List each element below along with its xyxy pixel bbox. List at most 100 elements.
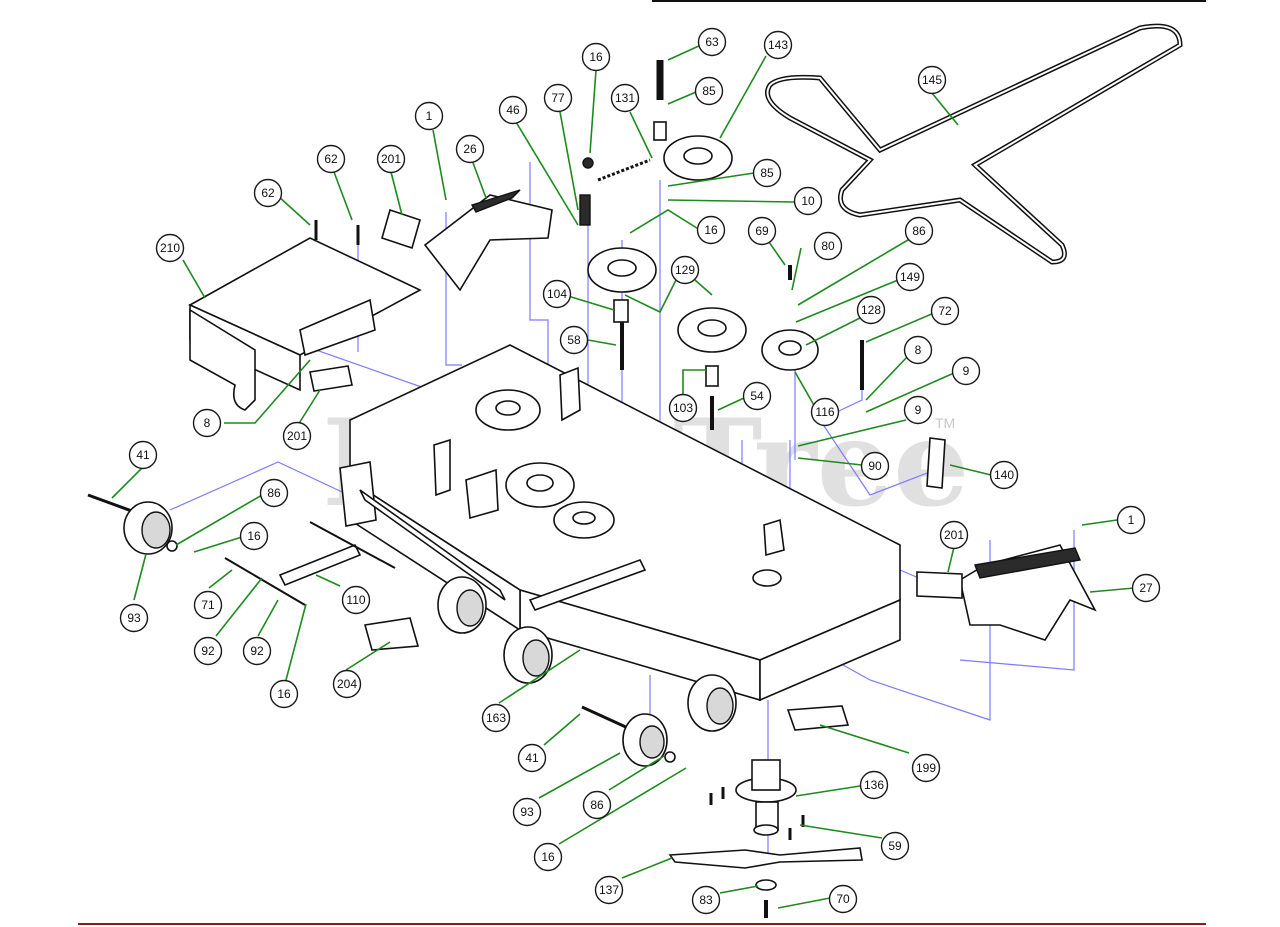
callout-201: 201: [376, 144, 406, 174]
callout-1: 1: [1116, 505, 1146, 535]
anti-scalp-assembly: [87, 489, 647, 730]
callout-16: 16: [239, 521, 269, 551]
svg-text:69: 69: [755, 224, 769, 238]
svg-text:16: 16: [247, 529, 261, 543]
svg-text:9: 9: [915, 403, 922, 417]
callout-210: 210: [155, 233, 185, 263]
callout-116: 116: [810, 397, 840, 427]
callout-92: 92: [242, 636, 272, 666]
svg-text:59: 59: [888, 839, 902, 853]
covers: [423, 189, 1097, 641]
svg-text:83: 83: [699, 893, 713, 907]
callout-104: 104: [542, 279, 572, 309]
callout-63: 63: [697, 27, 727, 57]
callout-136: 136: [859, 770, 889, 800]
svg-text:16: 16: [589, 50, 603, 64]
callout-9: 9: [903, 395, 933, 425]
callout-110: 110: [341, 585, 371, 615]
callout-93: 93: [512, 797, 542, 827]
callout-59: 59: [880, 831, 910, 861]
svg-text:86: 86: [267, 486, 281, 500]
watermark-tm: TM: [935, 415, 955, 431]
svg-text:1: 1: [1128, 513, 1135, 527]
drive-belt: [765, 23, 1183, 265]
svg-text:70: 70: [836, 892, 850, 906]
svg-text:201: 201: [944, 528, 964, 542]
callout-92: 92: [193, 636, 223, 666]
svg-text:16: 16: [277, 687, 291, 701]
callout-85: 85: [694, 76, 724, 106]
svg-text:27: 27: [1139, 581, 1153, 595]
svg-text:41: 41: [525, 751, 539, 765]
callout-201: 201: [939, 520, 969, 550]
svg-text:92: 92: [250, 644, 264, 658]
svg-text:201: 201: [381, 152, 401, 166]
callout-86: 86: [259, 478, 289, 508]
svg-text:46: 46: [506, 103, 520, 117]
svg-text:16: 16: [541, 850, 555, 864]
callout-58: 58: [559, 325, 589, 355]
callout-131: 131: [610, 83, 640, 113]
callout-77: 77: [543, 83, 573, 113]
callout-69: 69: [747, 216, 777, 246]
svg-text:86: 86: [912, 224, 926, 238]
svg-text:163: 163: [486, 711, 506, 725]
svg-text:63: 63: [705, 35, 719, 49]
callout-16: 16: [533, 842, 563, 872]
svg-text:136: 136: [864, 778, 884, 792]
callout-16: 16: [269, 679, 299, 709]
svg-text:77: 77: [551, 91, 565, 105]
callout-149: 149: [895, 262, 925, 292]
svg-text:86: 86: [590, 798, 604, 812]
svg-text:131: 131: [615, 91, 635, 105]
svg-text:103: 103: [673, 401, 693, 415]
svg-text:16: 16: [704, 223, 718, 237]
svg-text:129: 129: [675, 263, 695, 277]
upper-pulleys: [579, 60, 864, 430]
decals: [309, 208, 963, 731]
bracket-140: [926, 437, 946, 489]
callout-26: 26: [455, 134, 485, 164]
callout-201: 201: [282, 421, 312, 451]
svg-text:92: 92: [201, 644, 215, 658]
svg-text:104: 104: [547, 287, 567, 301]
callout-41: 41: [517, 743, 547, 773]
rear-bracket: [188, 220, 422, 411]
svg-text:54: 54: [750, 389, 764, 403]
svg-text:62: 62: [324, 152, 338, 166]
callout-1: 1: [414, 101, 444, 131]
svg-text:85: 85: [702, 84, 716, 98]
callouts: 63 143 16 85 145 77 131 46 1 26 85 62 20…: [119, 27, 1161, 915]
svg-text:140: 140: [994, 468, 1014, 482]
svg-text:72: 72: [938, 304, 952, 318]
svg-text:80: 80: [821, 239, 835, 253]
callout-27: 27: [1131, 573, 1161, 603]
callout-145: 145: [917, 65, 947, 95]
callout-72: 72: [930, 296, 960, 326]
svg-text:9: 9: [963, 364, 970, 378]
callout-16: 16: [581, 42, 611, 72]
svg-text:199: 199: [916, 761, 936, 775]
svg-text:8: 8: [204, 416, 211, 430]
svg-text:210: 210: [160, 241, 180, 255]
svg-text:204: 204: [337, 677, 357, 691]
callout-204: 204: [332, 669, 362, 699]
spindle-blade: [668, 759, 863, 918]
svg-text:26: 26: [463, 142, 477, 156]
svg-text:1: 1: [426, 109, 433, 123]
callout-9: 9: [951, 356, 981, 386]
callout-93: 93: [119, 603, 149, 633]
callout-86: 86: [904, 216, 934, 246]
callout-90: 90: [860, 451, 890, 481]
callout-83: 83: [691, 885, 721, 915]
callout-46: 46: [498, 95, 528, 125]
callout-71: 71: [193, 590, 223, 620]
svg-text:137: 137: [599, 883, 619, 897]
callout-41: 41: [128, 440, 158, 470]
wheels: [123, 501, 737, 767]
callout-54: 54: [742, 381, 772, 411]
callout-62: 62: [316, 144, 346, 174]
callout-137: 137: [594, 875, 624, 905]
callout-143: 143: [763, 30, 793, 60]
